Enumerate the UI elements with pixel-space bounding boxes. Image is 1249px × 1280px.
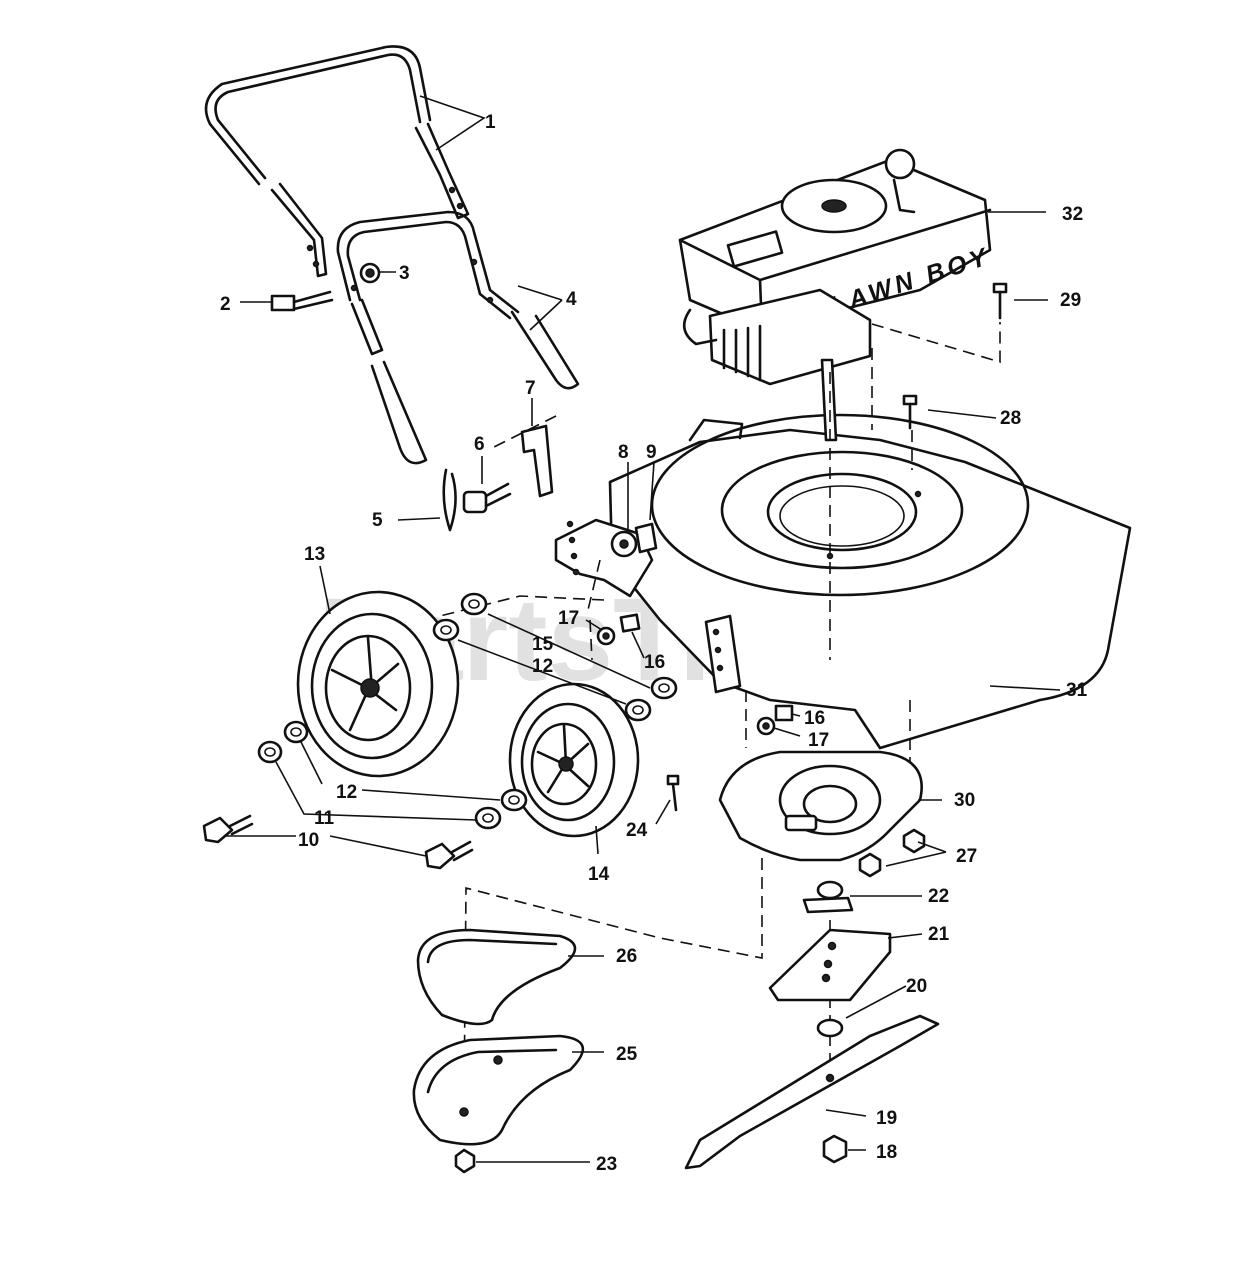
front-axle-bracket[interactable]	[704, 614, 742, 694]
blade-washer[interactable]	[816, 1018, 844, 1038]
blade-nut[interactable]	[822, 1134, 848, 1164]
discharge-cover[interactable]	[412, 1034, 585, 1146]
engine-bolt-28[interactable]	[902, 394, 918, 430]
callout-28: 28	[1000, 408, 1021, 429]
leader-lines	[226, 95, 1061, 1163]
callout-5: 5	[372, 510, 383, 531]
callout-15: 15	[532, 634, 554, 655]
callout-14: 14	[588, 864, 610, 885]
callout-30: 30	[954, 790, 975, 811]
callout-17-lower: 17	[808, 730, 829, 751]
lower-handle[interactable]	[336, 210, 580, 465]
callout-7: 7	[525, 378, 536, 399]
adjuster-assembly[interactable]	[610, 522, 658, 558]
rear-wheel[interactable]	[296, 590, 460, 778]
callout-9: 9	[646, 442, 657, 463]
callout-17-upper: 17	[558, 608, 579, 629]
front-wheel[interactable]	[508, 682, 640, 838]
height-adjust-bracket[interactable]	[520, 424, 554, 498]
callout-23: 23	[596, 1154, 617, 1175]
callout-20: 20	[906, 976, 927, 997]
callout-16-upper: 16	[644, 652, 665, 673]
callout-12-upper: 12	[532, 656, 553, 677]
callout-8: 8	[618, 442, 629, 463]
gasket[interactable]	[416, 928, 577, 1026]
handle-nut[interactable]	[359, 262, 381, 284]
cover-nut[interactable]	[454, 1148, 476, 1174]
callout-24: 24	[626, 820, 648, 841]
washers[interactable]	[257, 592, 678, 830]
callout-18: 18	[876, 1142, 897, 1163]
baffle-bolt[interactable]	[666, 774, 680, 812]
callout-10: 10	[298, 830, 319, 851]
engine-bolt-29[interactable]	[992, 282, 1008, 320]
wheel-axle-bolts[interactable]	[202, 814, 474, 870]
lawn-boy-engine[interactable]: LAWN BOY	[678, 148, 994, 442]
callout-21: 21	[928, 924, 950, 945]
height-adjust-knob[interactable]	[462, 482, 512, 514]
callout-3: 3	[399, 263, 410, 284]
callout-1: 1	[485, 112, 496, 133]
callout-12-lower: 12	[336, 782, 357, 803]
callout-16-lower: 16	[804, 708, 825, 729]
callout-13: 13	[304, 544, 325, 565]
callout-31: 31	[1066, 680, 1088, 701]
callout-6: 6	[474, 434, 485, 455]
callout-labels: 1 2 3 4 5 6 7 8 9 10 11 12 12 13 14 15 1…	[220, 112, 1088, 1175]
callout-26: 26	[616, 946, 637, 967]
callout-27: 27	[956, 846, 977, 867]
cutting-blade[interactable]	[684, 1014, 940, 1170]
upper-handle[interactable]	[204, 45, 470, 278]
callout-32: 32	[1062, 204, 1083, 225]
callout-29: 29	[1060, 290, 1081, 311]
handle-bolt[interactable]	[270, 290, 334, 312]
hairpin-clip[interactable]	[442, 468, 457, 532]
axle-nuts[interactable]	[596, 613, 794, 736]
blade-mounting-plate[interactable]	[768, 928, 892, 1002]
callout-11: 11	[314, 808, 335, 829]
callout-22: 22	[928, 886, 949, 907]
mower-deck[interactable]	[608, 413, 1132, 750]
callout-25: 25	[616, 1044, 638, 1065]
baffle-plate[interactable]	[718, 750, 923, 862]
baffle-nuts[interactable]	[858, 828, 926, 878]
blade-adapter[interactable]	[802, 880, 854, 914]
callout-4: 4	[566, 289, 577, 310]
callout-2: 2	[220, 294, 231, 315]
callout-19: 19	[876, 1108, 897, 1129]
